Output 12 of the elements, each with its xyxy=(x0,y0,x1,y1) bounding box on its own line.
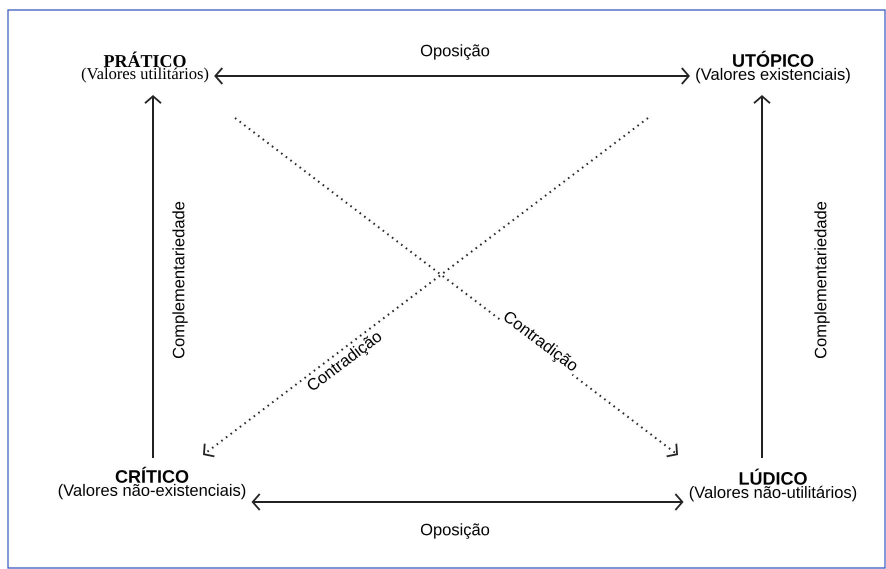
arrow xyxy=(144,95,162,458)
arrow xyxy=(214,67,690,85)
edge-label: Complementariedade xyxy=(171,200,189,360)
concept-label: UTÓPICO (Valores existenciais) xyxy=(696,50,850,84)
concept-label: LÚDICO (Valores não-utilitários) xyxy=(690,468,856,502)
edge-label: Oposição xyxy=(419,522,491,540)
edge-label: Complementariedade xyxy=(813,200,831,360)
concept-label: CRÍTICO (Valores não-existenciais) xyxy=(58,466,246,500)
arrow xyxy=(753,95,771,458)
arrow xyxy=(252,493,684,511)
concept-label: PRÁTICO (Valores utilitários) xyxy=(82,52,208,82)
edge-label: Oposição xyxy=(419,43,491,61)
